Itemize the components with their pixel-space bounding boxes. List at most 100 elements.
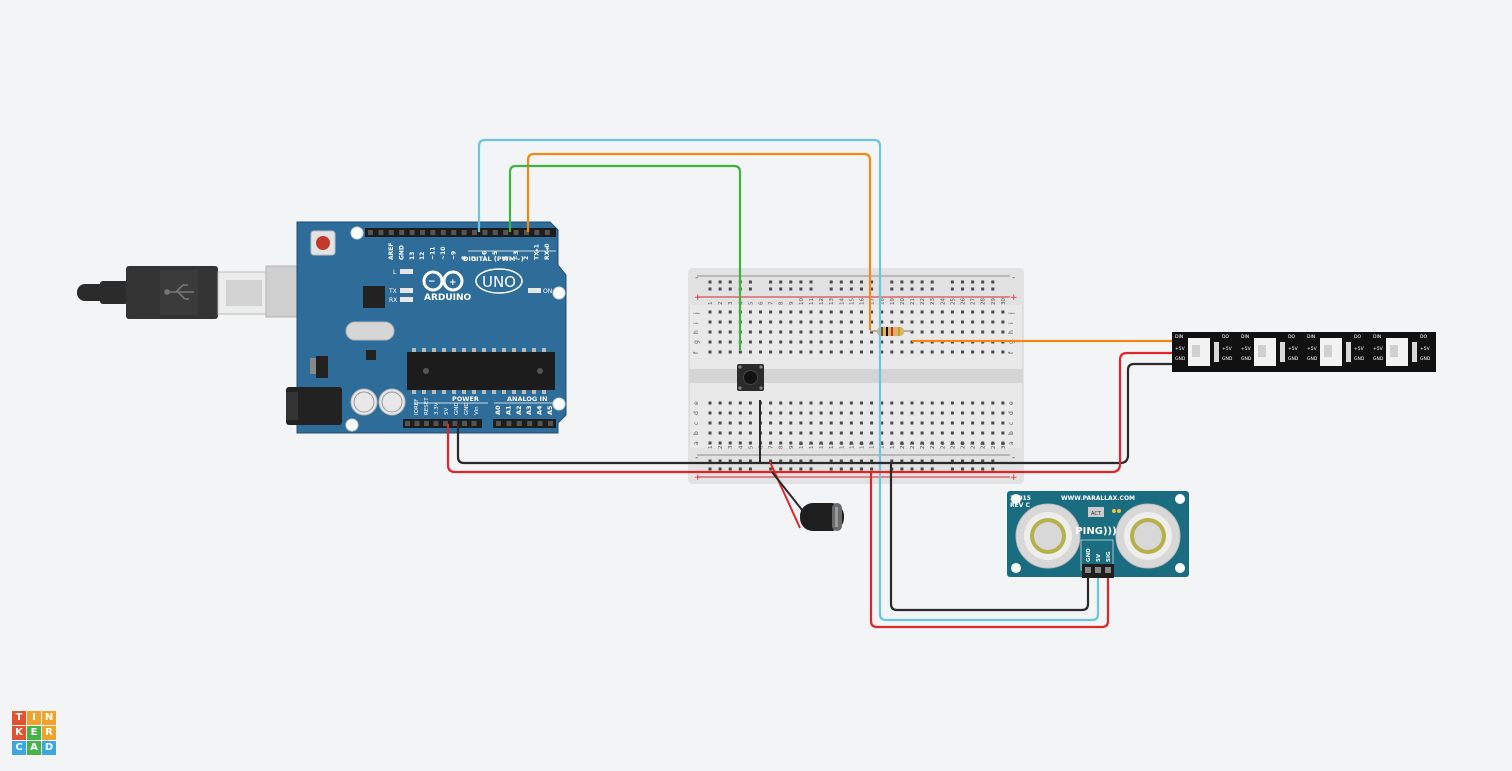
header-pin[interactable] [399,230,405,235]
column-label: 13 [829,442,835,449]
logo-letter: C [12,741,26,755]
power-header[interactable] [403,419,482,428]
row-label: b [1008,431,1015,435]
breadboard[interactable]: + - + - - + - + 112233445566778899101011… [688,268,1024,484]
led-rx-label: RX [389,297,397,304]
column-label: 3 [728,301,734,305]
digital-header-label: DIGITAL (PWM~) [463,255,524,263]
column-label: 16 [860,442,866,449]
header-pin[interactable] [461,230,467,235]
header-pin[interactable] [405,421,410,426]
analog-pin-label: A2 [515,405,523,415]
header-pin[interactable] [420,230,425,235]
header-pin[interactable] [471,421,477,426]
header-pin[interactable] [388,230,394,235]
header-pin[interactable] [368,230,373,235]
led-l-label: L [393,269,397,276]
wire-orange-pin2[interactable] [526,152,872,330]
column-label: 21 [910,442,916,449]
wire-red-sensor[interactable] [869,472,1110,629]
electrolytic-capacitor[interactable] [800,503,844,531]
ping-act-label: ACT [1091,511,1102,517]
row-label: b [693,431,700,435]
header-pin[interactable] [443,421,448,426]
rail-plus-top-right: + [1010,293,1018,303]
breadboard-holes[interactable] [708,280,1005,471]
header-pin[interactable] [527,421,533,426]
header-pin[interactable] [378,230,384,235]
digital-pin-label: GND [398,245,405,260]
header-pin[interactable] [440,230,446,235]
arduino-uno-board[interactable]: L TX RX ON − + UNO ARDUINO DIGITAL (PWM~… [286,221,567,434]
strip-pad-label: +5V [1175,346,1186,352]
column-label: 18 [880,442,886,449]
strip-pad-label: GND [1307,356,1318,362]
header-pin[interactable] [433,421,439,426]
analog-header[interactable] [493,419,556,428]
capacitor-lead-red [769,461,801,529]
header-pin[interactable] [524,230,529,235]
led-strip[interactable]: DIN+5VGNDDO+5VGNDDIN+5VGNDDO+5VGNDDIN+5V… [1172,332,1436,372]
strip-pad-label: DO [1222,334,1229,340]
column-label: 5 [748,445,754,449]
header-pin[interactable] [451,230,457,235]
header-pin[interactable] [506,421,512,426]
header-pin[interactable] [516,421,522,426]
header-pin[interactable] [424,421,429,426]
logo-letter: N [42,711,56,725]
strip-pad-label: DO [1420,334,1427,340]
usb-cable[interactable] [77,265,301,319]
power-pin-label: Vin [474,406,480,415]
column-label: 19 [890,298,896,305]
wire-black-sensor[interactable] [889,463,1090,612]
strip-pad-label: +5V [1354,346,1365,352]
wire-green[interactable] [508,164,742,350]
wire-red-5v[interactable] [446,351,1180,474]
header-pin[interactable] [482,230,488,235]
header-pin[interactable] [537,421,543,426]
rail-plus-bottom: + [694,473,702,483]
analog-header-label: ANALOG IN [507,395,547,403]
header-pin[interactable] [430,230,436,235]
header-pin[interactable] [462,421,467,426]
ping-ultrasonic-sensor[interactable]: 28015 REV C WWW.PARALLAX.COM ACT PING)))… [1007,491,1189,578]
strip-pad-label: +5V [1222,346,1233,352]
atmega-chip [407,352,555,390]
header-pin[interactable] [534,230,540,235]
header-pin[interactable] [503,230,509,235]
row-label: c [1008,422,1015,425]
digital-header[interactable] [365,228,556,237]
rail-minus-top: - [695,273,698,283]
header-pin[interactable] [548,421,553,426]
power-header-label: POWER [452,395,479,403]
power-pin-label: IOREF [414,399,420,415]
header-pin[interactable] [496,421,501,426]
wire-black-gnd[interactable] [456,362,1180,465]
resistor[interactable] [870,327,912,336]
logo-minus-icon: − [428,277,436,287]
digital-pin-label: RX◂0 [544,244,551,260]
header-pin[interactable] [452,421,458,426]
header-pin[interactable] [544,230,550,235]
usb-icon [164,284,194,300]
wire-cyan[interactable] [477,138,1100,622]
push-button[interactable] [737,364,764,391]
strip-pad-label: GND [1420,356,1431,362]
header-pin[interactable] [409,230,415,235]
header-pin[interactable] [513,230,519,235]
logo-plus-icon: + [449,278,457,288]
ping-rev: REV C [1010,502,1030,509]
analog-pin-label: A4 [536,405,544,415]
header-pin[interactable] [472,230,477,235]
column-label: 17 [870,298,876,305]
logo-letter: D [42,741,56,755]
power-jack[interactable] [286,387,342,425]
column-label: 26 [961,442,967,449]
column-label: 23 [930,298,936,305]
header-pin[interactable] [492,230,498,235]
column-label: 3 [728,445,734,449]
column-label: 13 [829,298,835,305]
column-label: 20 [900,298,906,305]
header-pin[interactable] [414,421,420,426]
strip-pad-label: GND [1354,356,1365,362]
